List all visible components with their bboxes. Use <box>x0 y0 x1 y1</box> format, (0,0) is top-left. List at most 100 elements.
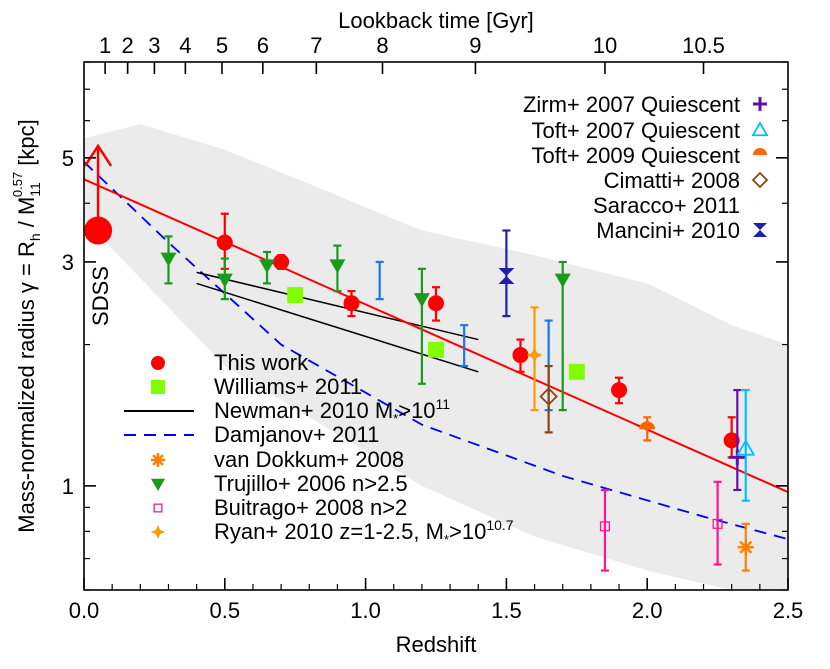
legend-entry-newman: Newman+ 2010 M*>1011 <box>124 396 450 426</box>
top-axis-label: Lookback time [Gyr] <box>338 8 534 33</box>
legend-entry-williams: Williams+ 2011 <box>151 374 362 399</box>
top-tick-label: 10 <box>593 33 617 58</box>
legend-entry-saracco: Saracco+ 2011 <box>593 193 767 218</box>
legend-label-sup: 10.7 <box>486 517 513 533</box>
williams-point-3 <box>568 363 585 380</box>
legend-label: Zirm+ 2007 Quiescent <box>523 92 740 117</box>
legend-label: Mancini+ 2010 <box>596 218 740 243</box>
cimatti-marker <box>539 387 558 406</box>
legend-label: Ryan+ 2010 z=1-2.5, M*>1010.7 <box>214 517 514 547</box>
legend-entry-cimatti: Cimatti+ 2008 <box>604 168 769 193</box>
x-axis-label: Redshift <box>396 632 477 657</box>
legend-swatch-marker <box>751 121 769 137</box>
buitrago-marker <box>599 521 611 532</box>
sdss-arrow-head <box>84 143 113 167</box>
legend-label: Buitrago+ 2008 n>2 <box>214 495 407 520</box>
y-axis-label-unit: [kpc] <box>14 119 39 172</box>
legend-label-text: Buitrago+ 2008 n>2 <box>214 495 407 520</box>
legend-entry-trujillo: Trujillo+ 2006 n>2.5 <box>151 471 408 496</box>
legend-label: Toft+ 2007 Quiescent <box>531 118 740 143</box>
top-tick-label: 6 <box>257 33 269 58</box>
this_work-point-3 <box>343 290 360 318</box>
this_work-marker <box>428 295 444 312</box>
top-tick-label: 5 <box>216 33 228 58</box>
top-tick-label: 3 <box>148 33 160 58</box>
y-axis-label-sup: 0.57 <box>10 172 25 197</box>
legend-swatch-marker <box>753 148 767 155</box>
legend-entry-ryan: Ryan+ 2010 z=1-2.5, M*>1010.7 <box>151 517 514 547</box>
this_work-marker <box>273 253 290 270</box>
this_work-point-5 <box>512 338 529 373</box>
trujillo-point-3 <box>259 250 276 285</box>
ryan-marker <box>526 347 543 364</box>
buitrago-point-1 <box>599 488 611 572</box>
legend-swatch-marker <box>753 223 767 237</box>
van_dokkum-point-1 <box>737 522 754 572</box>
top-tick-label: 7 <box>310 33 322 58</box>
y-axis-label-main: Mass-normalized radius γ = R <box>14 241 39 533</box>
legend-label-text: Ryan+ 2010 z=1-2.5, M <box>214 519 444 544</box>
y-tick-label: 1 <box>62 474 74 499</box>
axes <box>83 61 789 591</box>
legend-label: Trujillo+ 2006 n>2.5 <box>214 471 408 496</box>
y-tick-label: 5 <box>62 146 74 171</box>
legend-label: Toft+ 2009 Quiescent <box>531 143 740 168</box>
top-tick-label: 9 <box>469 33 481 58</box>
legend-swatch-marker <box>153 503 163 513</box>
legend-entry-toft2009: Toft+ 2009 Quiescent <box>531 143 767 168</box>
legend-entry-zirm: Zirm+ 2007 Quiescent <box>523 92 767 117</box>
legend-label-sup: 11 <box>436 396 451 412</box>
legend-label: van Dokkum+ 2008 <box>214 447 404 472</box>
y-axis-label: Mass-normalized radius γ = Rh / M110.57 … <box>10 119 43 533</box>
newman-line-1 <box>196 271 479 341</box>
legend-label: Saracco+ 2011 <box>593 193 740 218</box>
this_work-marker <box>216 234 233 251</box>
data-points <box>84 143 756 572</box>
legend-label: This work <box>214 350 309 375</box>
williams-marker <box>287 287 304 304</box>
trujillo-point-6 <box>554 260 571 412</box>
williams-point-2 <box>428 341 444 358</box>
legend-label-text: Newman+ 2010 M <box>214 398 393 423</box>
legend-swatch-marker <box>151 380 165 394</box>
legend-label-text: Williams+ 2011 <box>214 374 362 399</box>
trujillo-point-2 <box>216 257 233 301</box>
zirm-marker <box>729 449 746 466</box>
sdss-point <box>84 216 113 245</box>
legend-label: Newman+ 2010 M*>1011 <box>214 396 450 426</box>
legend-label-sub: * <box>393 411 398 426</box>
plot-frame <box>83 61 789 591</box>
sdss-label: SDSS <box>88 266 113 326</box>
toft2007-point-1 <box>736 388 756 502</box>
legend-label: Williams+ 2011 <box>214 374 362 399</box>
legend-label-text: Damjanov+ 2011 <box>214 422 379 447</box>
this_work-marker <box>611 382 628 399</box>
top-tick-label: 10.5 <box>682 33 725 58</box>
legend-entry-toft2007: Toft+ 2007 Quiescent <box>531 118 769 143</box>
axis-labels: Redshift Lookback time [Gyr] Mass-normal… <box>10 8 534 657</box>
top-tick-label: 2 <box>122 33 134 58</box>
saracco-marker <box>456 336 473 353</box>
trujillo-point-5 <box>413 267 430 385</box>
legend-label-mid: >10 <box>398 398 435 423</box>
trujillo-marker <box>259 259 276 274</box>
y-axis-label-sub-h: h <box>27 233 43 241</box>
legend-swatch-marker <box>753 198 767 212</box>
mancini-marker <box>498 267 515 284</box>
trujillo-marker <box>216 273 233 288</box>
this_work-marker <box>343 295 360 312</box>
this_work-point-4 <box>428 286 444 322</box>
williams-marker <box>568 363 585 380</box>
saracco-marker <box>371 271 388 288</box>
y-axis-label-mid: / M <box>14 197 39 234</box>
x-tick-label: 1.0 <box>350 598 381 623</box>
buitrago-point-2 <box>712 480 723 566</box>
legend-entry-mancini: Mancini+ 2010 <box>596 218 767 243</box>
this_work-marker <box>512 347 529 364</box>
legend-entry-damjanov: Damjanov+ 2011 <box>124 422 379 447</box>
legend-swatch-marker <box>151 525 165 539</box>
